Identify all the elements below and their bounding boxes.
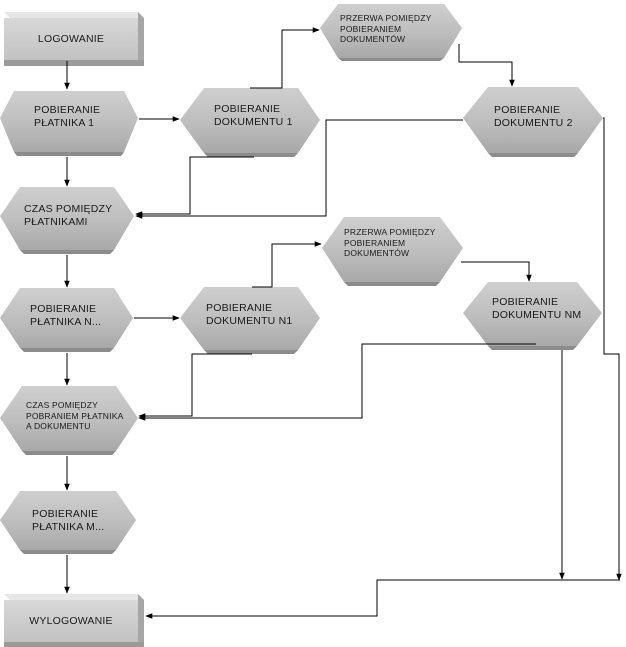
label-czas-miedzy-platnikami: CZAS POMIĘDZY PŁATNIKAMI	[24, 203, 113, 229]
label-logowanie: LOGOWANIE	[37, 33, 105, 45]
node-pobieranie-dokumentu-n1	[180, 287, 320, 354]
node-czas-platnik-dokument	[0, 386, 138, 455]
node-pobieranie-platnika-m	[0, 491, 136, 554]
label-wylogowanie: WYLOGOWANIE	[29, 615, 113, 627]
node-pobieranie-dokumentu-1	[180, 88, 320, 157]
node-pobieranie-dokumentu-nm	[463, 282, 602, 350]
node-przerwa-2	[322, 217, 463, 286]
node-pobieranie-platnika-n	[0, 288, 133, 352]
node-wylogowanie	[4, 594, 144, 647]
node-logowanie	[4, 12, 144, 66]
label-przerwa-2: PRZERWA POMIĘDZY POBIERANIEM DOKUMENTÓW	[344, 227, 436, 259]
label-przerwa-1: PRZERWA POMIĘDZY POBIERANIEM DOKUMENTÓW	[340, 13, 432, 45]
label-pobieranie-dokumentu-nm: POBIERANIE DOKUMENTU NM	[492, 296, 582, 322]
node-przerwa-1	[320, 4, 462, 61]
label-czas-platnik-dokument: CZAS POMIĘDZY POBRANIEM PŁATNIKA A DOKUM…	[26, 400, 124, 432]
label-pobieranie-dokumentu-1: POBIERANIE DOKUMENTU 1	[214, 103, 293, 129]
connectors	[64, 27, 622, 619]
label-pobieranie-dokumentu-2: POBIERANIE DOKUMENTU 2	[494, 104, 573, 130]
label-pobieranie-platnika-m: POBIERANIE PŁATNIKA M...	[32, 508, 105, 534]
node-pobieranie-platnika-1	[0, 91, 138, 156]
label-pobieranie-platnika-1: POBIERANIE PŁATNIKA 1	[34, 104, 101, 130]
label-pobieranie-dokumentu-n1: POBIERANIE DOKUMENTU N1	[206, 302, 293, 328]
label-pobieranie-platnika-n: POBIERANIE PŁATNIKA N...	[30, 303, 102, 329]
node-czas-miedzy-platnikami	[0, 187, 134, 254]
node-pobieranie-dokumentu-2	[463, 87, 603, 157]
